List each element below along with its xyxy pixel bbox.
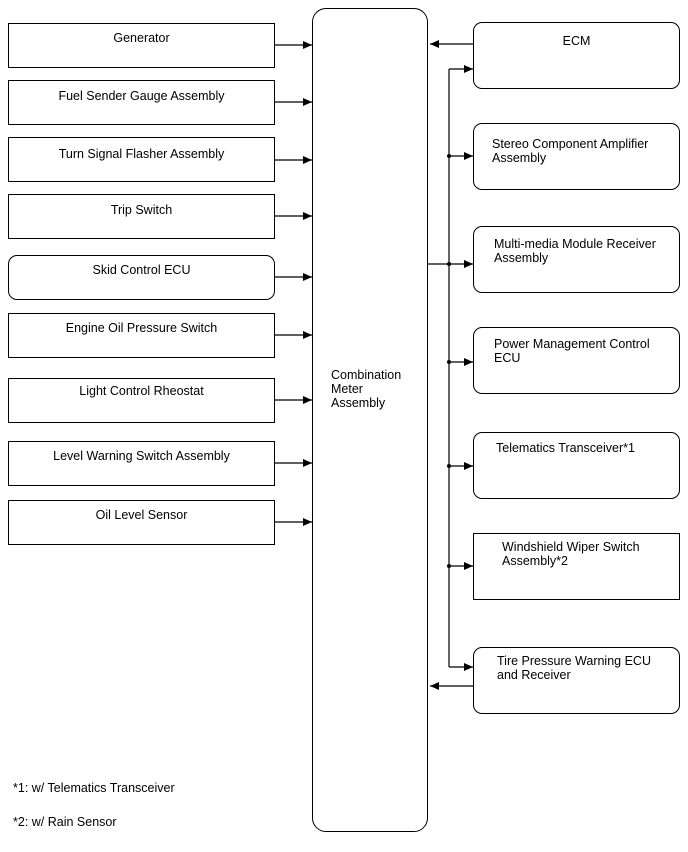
combination-meter-label: Combination Meter Assembly xyxy=(331,368,402,410)
input-label: Generator xyxy=(113,31,170,45)
input-label: Fuel Sender Gauge Assembly xyxy=(58,89,225,103)
combination-meter-box: Combination Meter Assembly xyxy=(312,8,428,832)
input-box-generator: Generator xyxy=(8,23,275,68)
input-box-oil-level: Oil Level Sensor xyxy=(8,500,275,545)
output-box-stereo: Stereo Component Amplifier Assembly xyxy=(473,123,680,190)
output-label: ECM xyxy=(562,34,591,48)
input-label: Level Warning Switch Assembly xyxy=(53,449,230,463)
footnote-1: *1: w/ Telematics Transceiver xyxy=(13,781,175,795)
output-box-tpms: Tire Pressure Warning ECU and Receiver xyxy=(473,647,680,714)
input-label: Skid Control ECU xyxy=(92,263,191,277)
input-label: Turn Signal Flasher Assembly xyxy=(58,147,225,161)
output-label: Power Management Control ECU xyxy=(494,337,650,365)
output-label: Windshield Wiper Switch Assembly*2 xyxy=(502,540,640,568)
input-label: Light Control Rheostat xyxy=(79,384,204,398)
output-box-wiper: Windshield Wiper Switch Assembly*2 xyxy=(473,533,680,600)
output-label: Tire Pressure Warning ECU and Receiver xyxy=(497,654,651,682)
output-label: Multi-media Module Receiver Assembly xyxy=(494,237,656,265)
output-box-multimedia: Multi-media Module Receiver Assembly xyxy=(473,226,680,293)
input-box-light-control: Light Control Rheostat xyxy=(8,378,275,423)
junction-dot xyxy=(447,564,451,568)
input-box-fuel-sender: Fuel Sender Gauge Assembly xyxy=(8,80,275,125)
output-box-power-mgmt: Power Management Control ECU xyxy=(473,327,680,394)
input-label: Engine Oil Pressure Switch xyxy=(65,321,218,335)
input-label: Oil Level Sensor xyxy=(95,508,188,522)
output-label: Telematics Transceiver*1 xyxy=(496,441,635,455)
junction-dot xyxy=(447,360,451,364)
input-box-trip-switch: Trip Switch xyxy=(8,194,275,239)
junction-dot xyxy=(447,262,451,266)
input-label: Trip Switch xyxy=(110,203,173,217)
input-box-engine-oil: Engine Oil Pressure Switch xyxy=(8,313,275,358)
input-box-level-warning: Level Warning Switch Assembly xyxy=(8,441,275,486)
output-box-telematics: Telematics Transceiver*1 xyxy=(473,432,680,499)
input-box-turn-signal: Turn Signal Flasher Assembly xyxy=(8,137,275,182)
input-box-skid-control: Skid Control ECU xyxy=(8,255,275,300)
junction-dot xyxy=(447,464,451,468)
output-label: Stereo Component Amplifier Assembly xyxy=(492,137,649,165)
output-box-ecm: ECM xyxy=(473,22,680,89)
footnote-2: *2: w/ Rain Sensor xyxy=(13,815,117,829)
junction-dot xyxy=(447,154,451,158)
